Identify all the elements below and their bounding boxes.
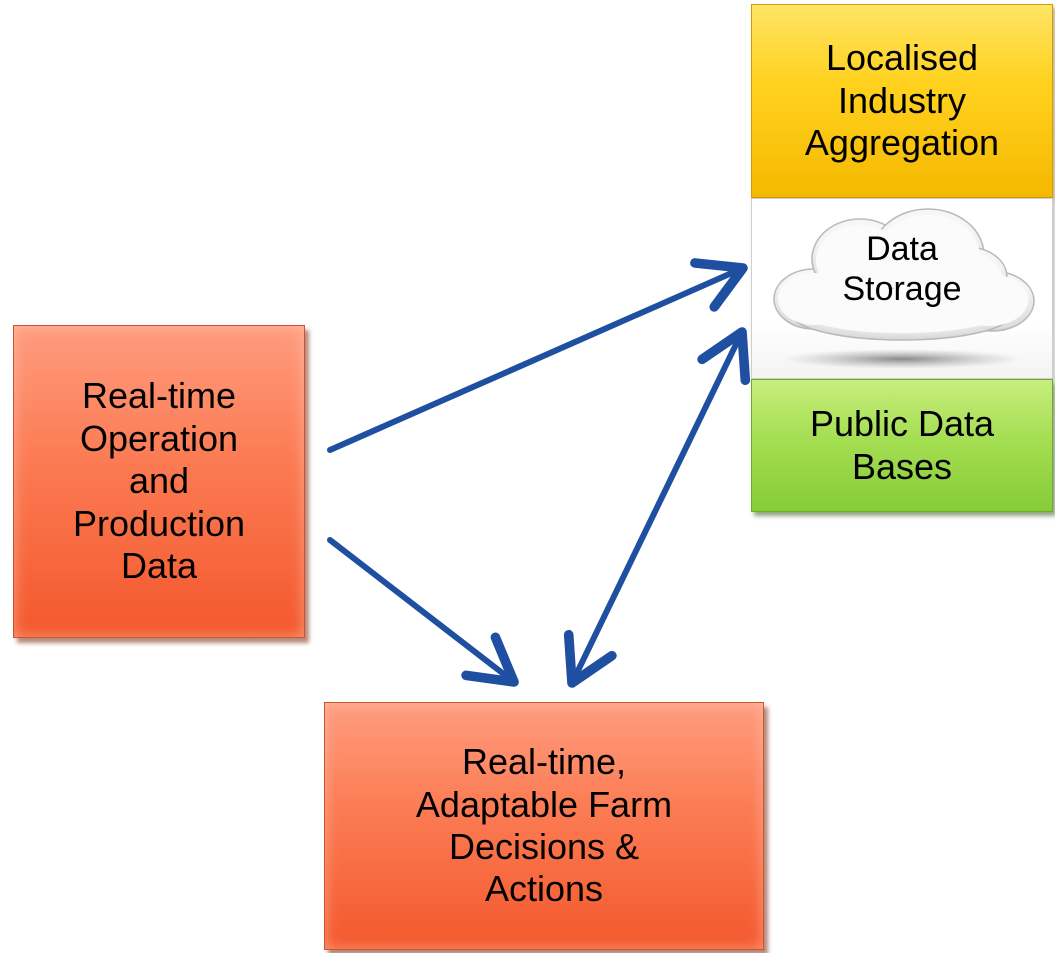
node-industry-label: Localised Industry Aggregation [804, 37, 1000, 164]
node-realtime-operation-production-data: Real-time Operation and Production Data [13, 325, 305, 638]
node-storage-label: Data Storage [842, 230, 962, 309]
arrow-source-to-storage [327, 258, 748, 453]
node-public-data-bases: Public Data Bases [751, 379, 1053, 512]
node-localised-industry-aggregation: Localised Industry Aggregation [751, 4, 1053, 198]
cloud-icon [773, 208, 1035, 369]
node-data-storage: Data Storage [751, 198, 1053, 379]
node-actions-label: Real-time, Adaptable Farm Decisions & Ac… [415, 741, 673, 910]
node-farm-decisions-actions: Real-time, Adaptable Farm Decisions & Ac… [324, 702, 764, 950]
node-source-label: Real-time Operation and Production Data [72, 375, 246, 587]
arrow-actions-storage-bidirectional [563, 327, 751, 688]
node-public-label: Public Data Bases [809, 403, 995, 487]
arrow-source-to-actions [327, 537, 519, 687]
